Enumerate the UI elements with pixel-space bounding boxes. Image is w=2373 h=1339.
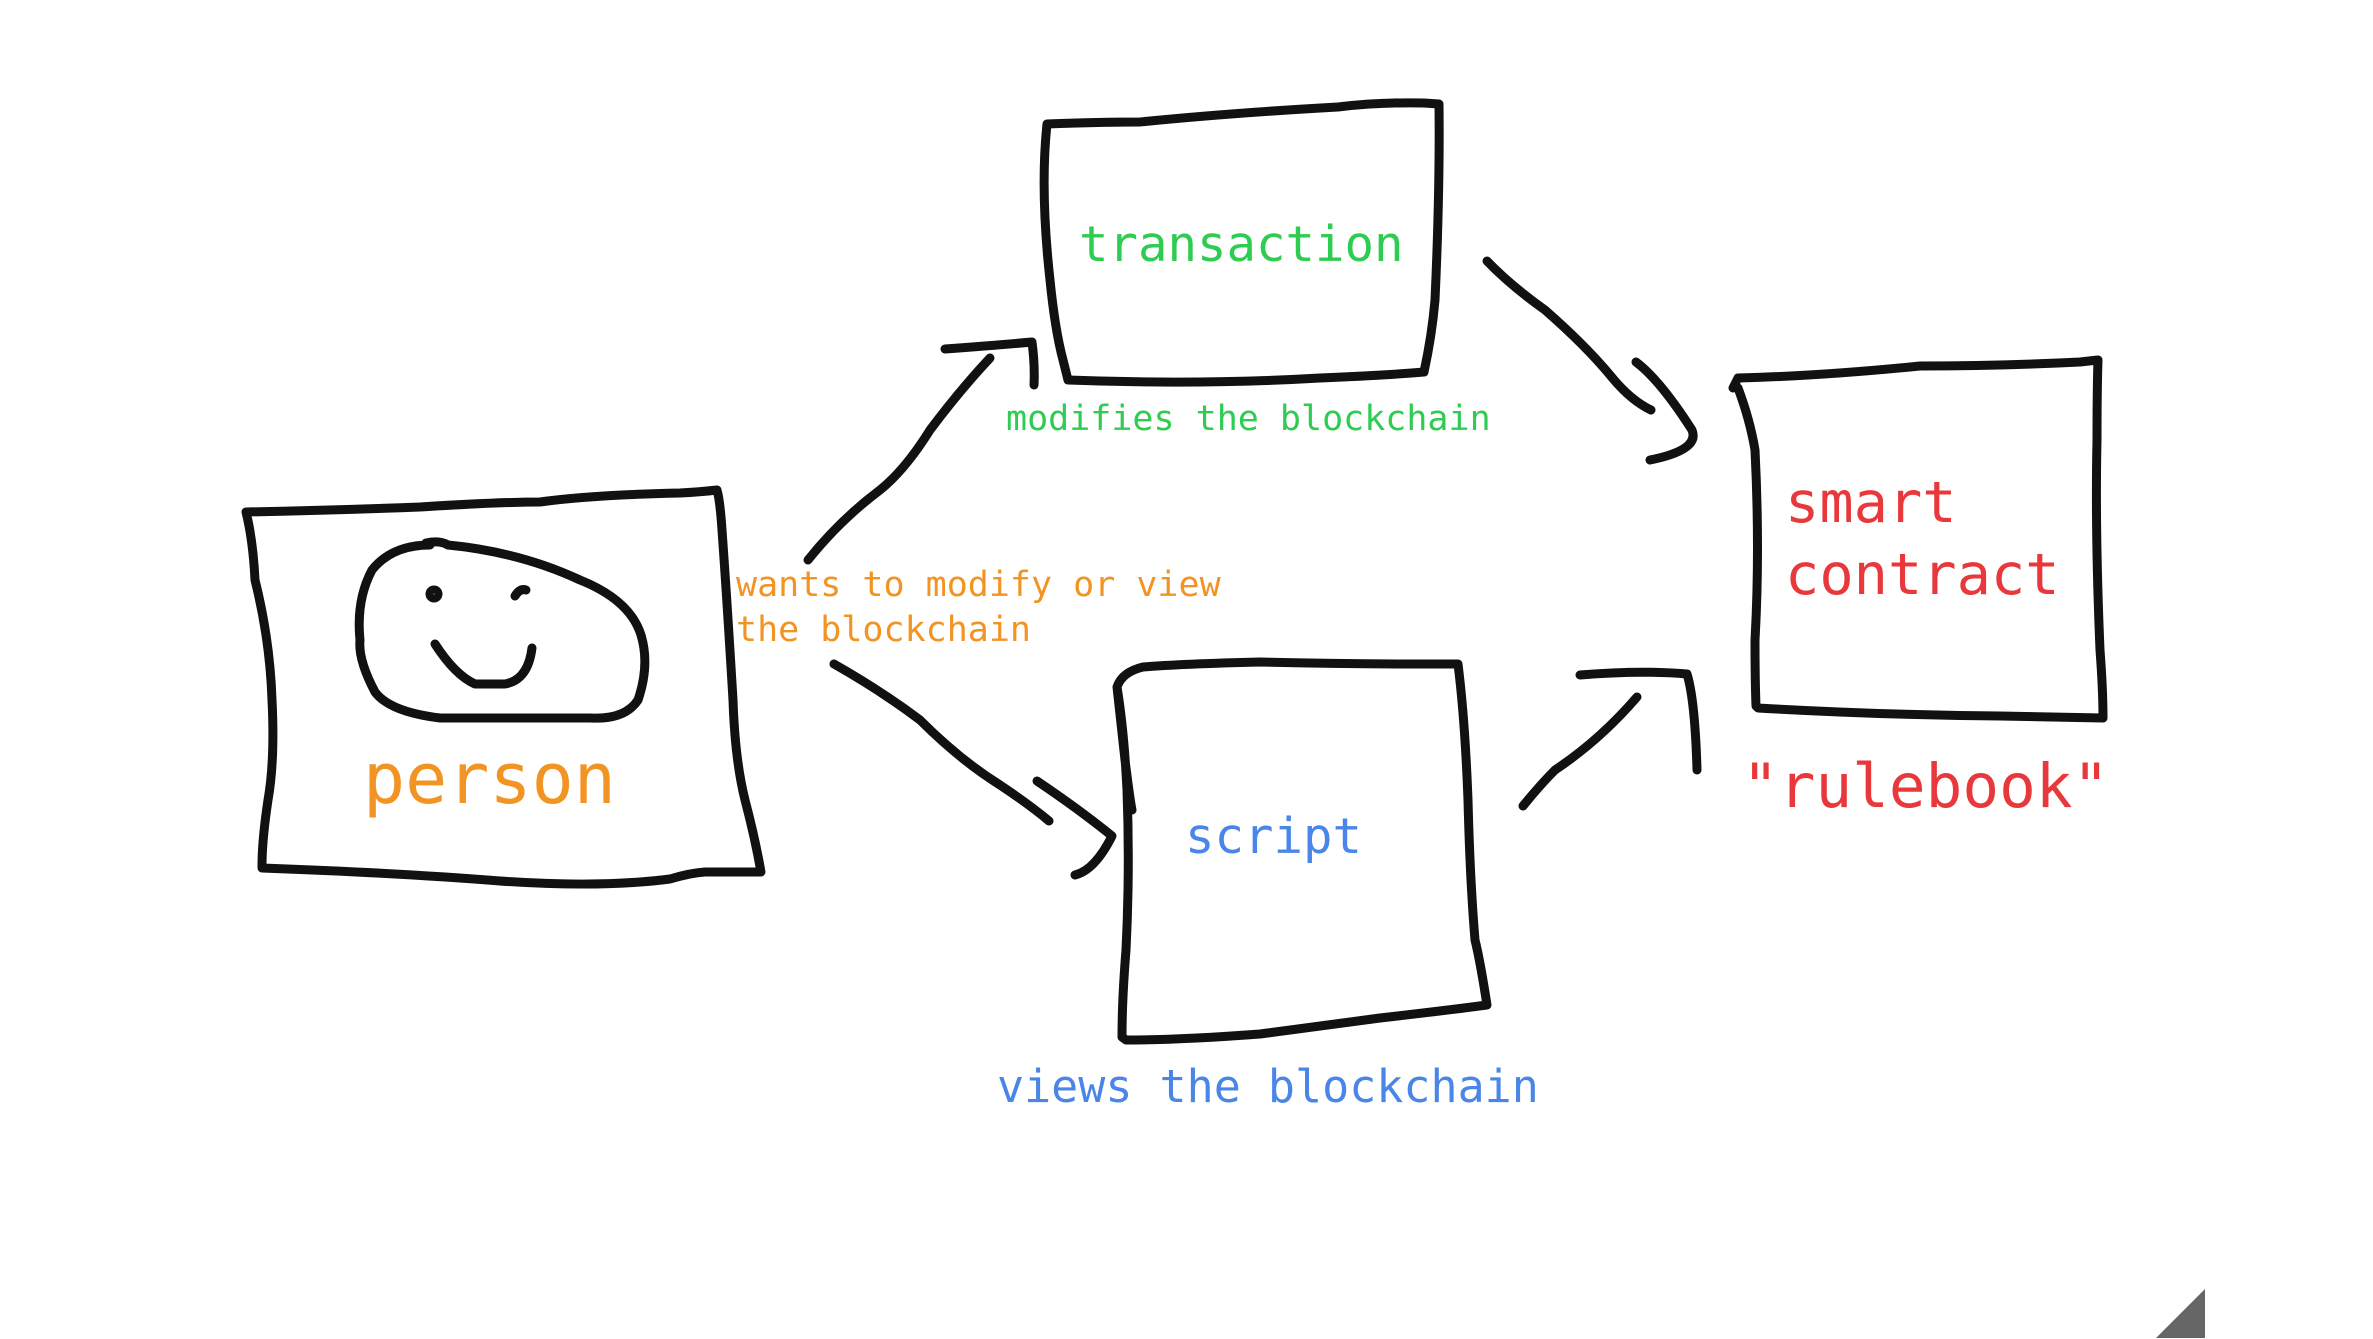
person-note: wants to modify or view the blockchain — [736, 565, 1221, 650]
page-corner-icon — [2156, 1289, 2205, 1338]
transaction-box — [1039, 98, 1444, 387]
script-label: script — [1185, 808, 1363, 865]
person-box — [241, 485, 766, 889]
person-label: person — [363, 738, 616, 820]
transaction-note: modifies the blockchain — [1006, 399, 1491, 439]
script-box — [1112, 657, 1492, 1045]
smart-contract-label: smart contract — [1785, 470, 2060, 608]
arrow-script-to-smart-contract — [1518, 667, 1702, 811]
smart-contract-box — [1728, 355, 2108, 723]
arrow-person-to-script — [829, 659, 1117, 880]
smiley-face-icon — [354, 537, 650, 723]
smart-contract-note: "rulebook" — [1742, 751, 2110, 822]
script-note: views the blockchain — [997, 1060, 1539, 1113]
arrow-transaction-to-smart-contract — [1482, 256, 1698, 465]
transaction-label: transaction — [1079, 216, 1404, 273]
arrow-person-to-transaction — [803, 337, 1039, 565]
